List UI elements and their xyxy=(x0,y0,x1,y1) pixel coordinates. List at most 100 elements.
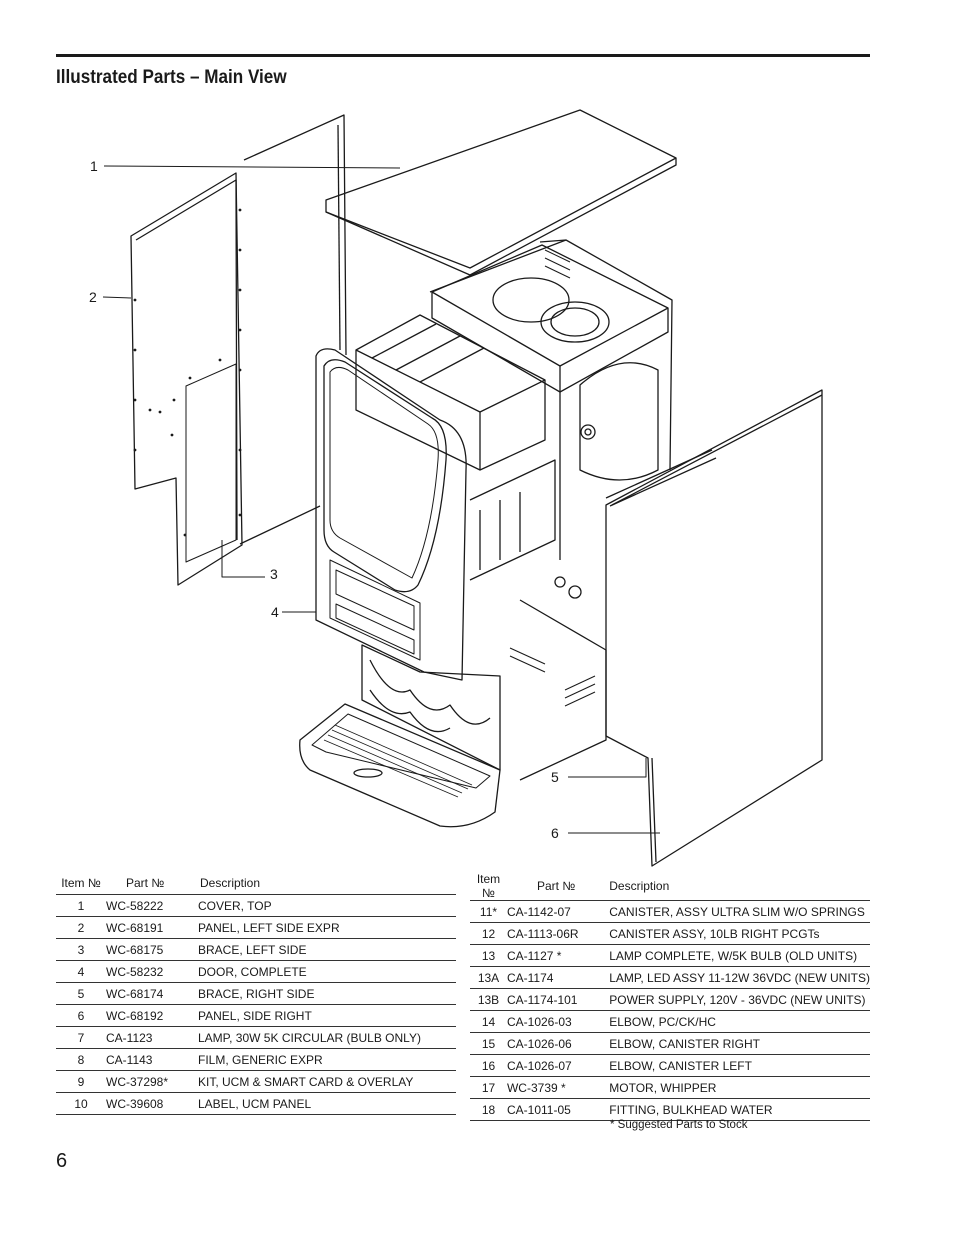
item-cell: 8 xyxy=(56,1048,106,1071)
header-description: Description xyxy=(609,879,670,893)
description-cell: ELBOW, CANISTER LEFT xyxy=(609,1054,870,1077)
part-number-cell: WC-68175 xyxy=(106,938,198,961)
description-cell: FILM, GENERIC EXPR xyxy=(198,1048,456,1071)
description-cell: CANISTER, ASSY ULTRA SLIM W/O SPRINGS xyxy=(609,900,870,923)
description-cell: ELBOW, CANISTER RIGHT xyxy=(609,1032,870,1055)
part-number-cell: CA-1127 * xyxy=(506,944,610,967)
item-cell: 15 xyxy=(470,1032,507,1055)
item-cell: 18 xyxy=(470,1098,507,1121)
description-cell: DOOR, COMPLETE xyxy=(198,960,456,983)
description-cell: LAMP, LED ASSY 11-12W 36VDC (NEW UNITS) xyxy=(609,966,870,989)
left-side-panel xyxy=(130,172,243,586)
description-cell: ELBOW, PC/CK/HC xyxy=(609,1010,870,1033)
item-cell: 5 xyxy=(56,982,106,1005)
callout-3: 3 xyxy=(270,566,278,582)
right-brace xyxy=(605,449,717,507)
item-cell: 13B xyxy=(470,988,507,1011)
part-number-cell: CA-1123 xyxy=(106,1026,198,1049)
description-cell: MOTOR, WHIPPER xyxy=(609,1076,870,1099)
description-cell: PANEL, SIDE RIGHT xyxy=(198,1004,456,1027)
header-item: Item № xyxy=(61,876,101,890)
page-number: 6 xyxy=(56,1150,68,1172)
page-title: Illustrated Parts – Main View xyxy=(56,67,287,88)
item-cell: 13A xyxy=(470,966,507,989)
part-number-cell: WC-58232 xyxy=(106,960,198,983)
callout-6: 6 xyxy=(551,825,559,841)
description-cell: LABEL, UCM PANEL xyxy=(198,1092,456,1115)
part-number-cell: WC-37298* xyxy=(106,1070,198,1093)
callout-4: 4 xyxy=(271,604,279,620)
item-cell: 11* xyxy=(470,900,507,923)
part-number-cell: WC-3739 * xyxy=(506,1076,610,1099)
part-number-cell: CA-1143 xyxy=(106,1048,198,1071)
right-side-panel xyxy=(605,389,823,867)
part-number-cell: CA-1142-07 xyxy=(506,900,610,923)
header-part: Part № xyxy=(536,879,576,893)
header-rule xyxy=(56,54,870,57)
description-cell: FITTING, BULKHEAD WATER xyxy=(609,1098,870,1121)
callout-leaders xyxy=(102,165,660,834)
part-number-cell: CA-1026-07 xyxy=(506,1054,610,1077)
table-header-row: Item № Part № Description xyxy=(470,872,870,901)
part-number-cell: WC-39608 xyxy=(106,1092,198,1115)
description-cell: CANISTER ASSY, 10LB RIGHT PCGTs xyxy=(609,922,870,945)
header-description: Description xyxy=(200,876,261,890)
front-door xyxy=(315,348,467,681)
item-cell: 13 xyxy=(470,944,507,967)
description-cell: COVER, TOP xyxy=(198,894,456,917)
description-cell: BRACE, LEFT SIDE xyxy=(198,938,456,961)
header-part: Part № xyxy=(126,876,165,890)
part-number-cell: WC-68174 xyxy=(106,982,198,1005)
callout-5: 5 xyxy=(551,769,559,785)
part-number-cell: CA-1174 xyxy=(506,966,610,989)
top-cover xyxy=(325,109,677,276)
item-cell: 6 xyxy=(56,1004,106,1027)
canister-bank xyxy=(355,314,556,581)
part-number-cell: CA-1011-05 xyxy=(506,1098,610,1121)
description-cell: LAMP COMPLETE, W/5K BULB (OLD UNITS) xyxy=(609,944,870,967)
item-cell: 3 xyxy=(56,938,106,961)
item-cell: 14 xyxy=(470,1010,507,1033)
part-number-cell: WC-58222 xyxy=(106,894,198,917)
drip-tray xyxy=(299,644,501,828)
item-cell: 12 xyxy=(470,922,507,945)
header-item: Item № xyxy=(476,872,501,900)
callout-1: 1 xyxy=(90,158,98,174)
description-cell: KIT, UCM & SMART CARD & OVERLAY xyxy=(198,1070,456,1093)
part-number-cell: WC-68191 xyxy=(106,916,198,939)
part-number-cell: CA-1026-06 xyxy=(506,1032,610,1055)
part-number-cell: WC-68192 xyxy=(106,1004,198,1027)
item-cell: 2 xyxy=(56,916,106,939)
footnote: * Suggested Parts to Stock xyxy=(610,1119,748,1131)
part-number-cell: CA-1113-06R xyxy=(506,922,610,945)
back-panel-outline xyxy=(239,114,347,545)
part-number-cell: CA-1174-101 xyxy=(506,988,610,1011)
description-cell: PANEL, LEFT SIDE EXPR xyxy=(198,916,456,939)
item-cell: 10 xyxy=(56,1092,106,1115)
item-cell: 4 xyxy=(56,960,106,983)
item-cell: 16 xyxy=(470,1054,507,1077)
description-cell: LAMP, 30W 5K CIRCULAR (BULB ONLY) xyxy=(198,1026,456,1049)
item-cell: 1 xyxy=(56,894,106,917)
exploded-view-diagram xyxy=(102,109,823,867)
